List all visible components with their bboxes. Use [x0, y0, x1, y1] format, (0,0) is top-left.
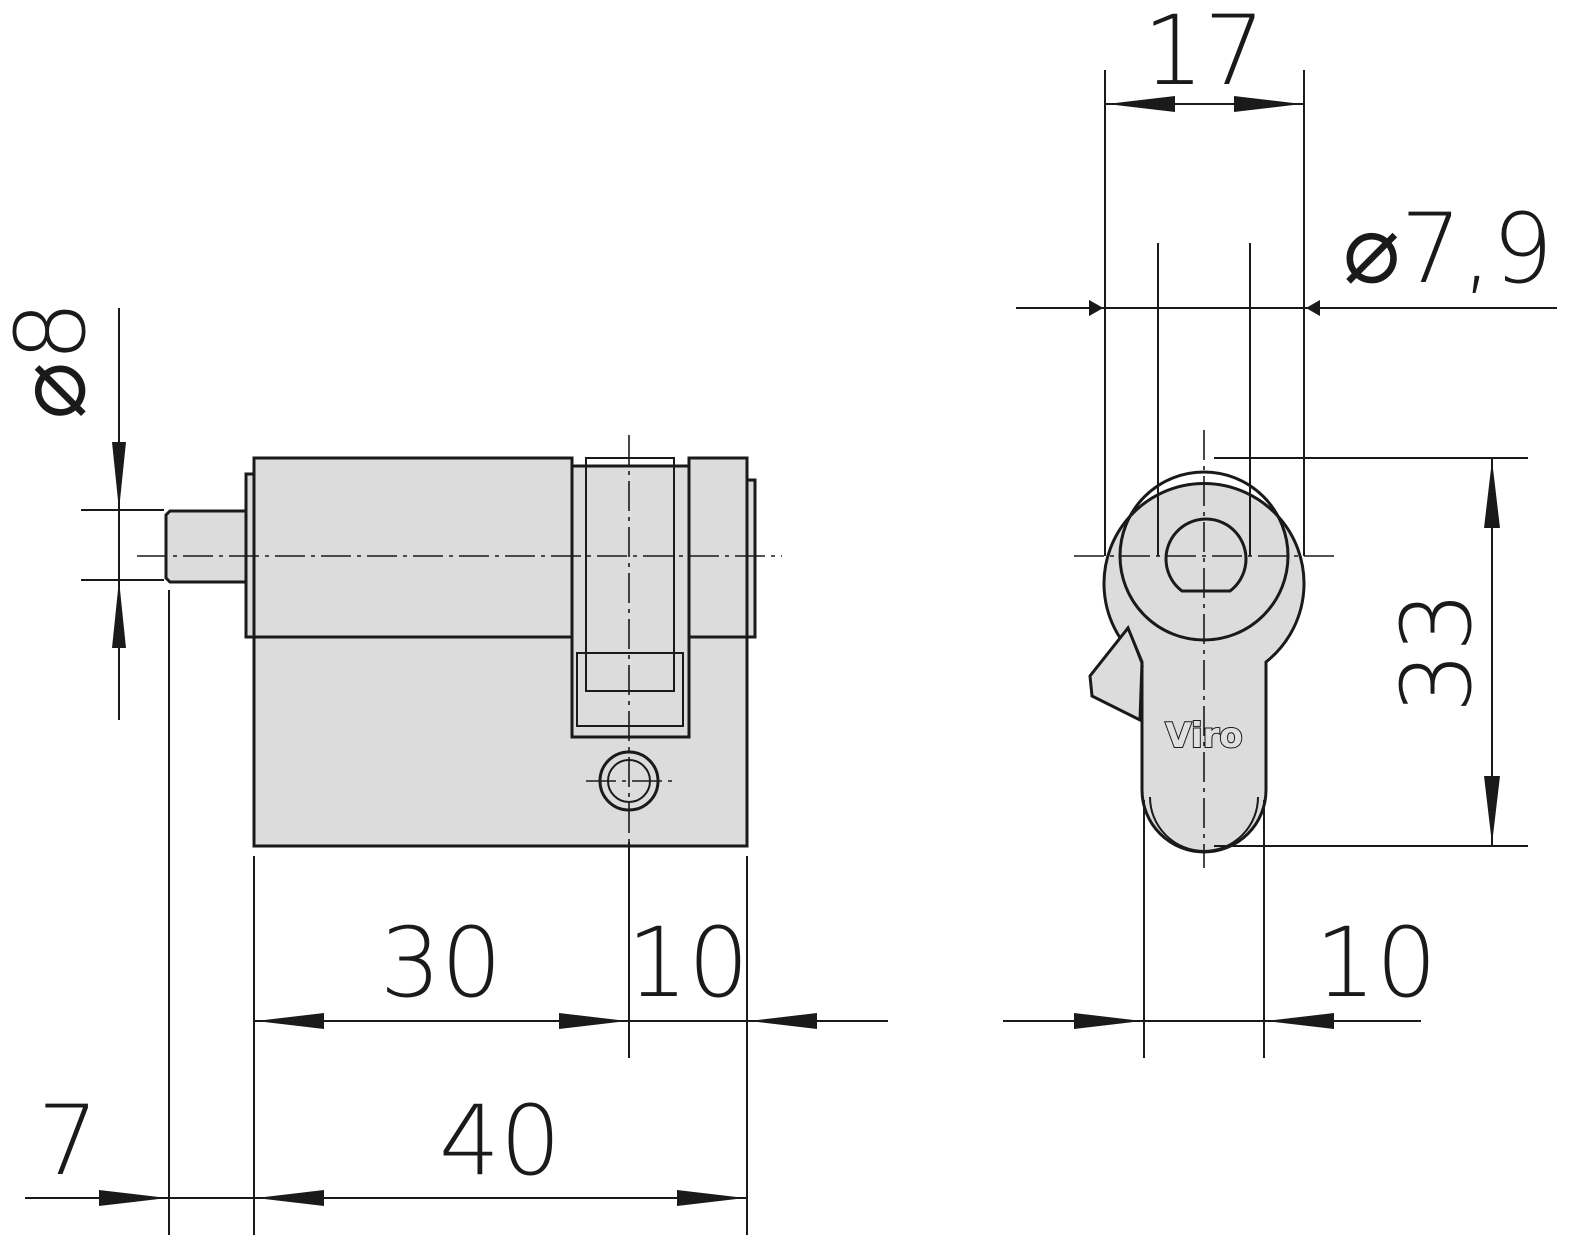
dim-width-17-label: 17	[1143, 0, 1265, 107]
dim-length-40-label: 40	[439, 1085, 561, 1197]
pin	[164, 509, 248, 584]
cylinder-upper-housing-right	[687, 456, 749, 639]
dim-length-10-front-label: 10	[1315, 907, 1437, 1019]
dim-length-7-label: 7	[37, 1085, 98, 1197]
front-dimensions: 17 ⌀7,9 33 10	[1003, 0, 1557, 1058]
keyway-hole	[1164, 517, 1248, 593]
front-view: Viro	[1074, 430, 1334, 868]
cam-slot-core	[585, 652, 675, 692]
dim-length-30-label: 30	[380, 907, 502, 1019]
dim-length-10-side-label: 10	[627, 907, 749, 1019]
cam-slot-outer	[570, 464, 691, 739]
collar-right	[745, 478, 757, 639]
cylinder-upper-housing	[252, 456, 574, 639]
dim-diameter-cam-label: ⌀7,9	[1343, 193, 1553, 305]
dim-diameter-pin-label: ⌀8	[0, 301, 107, 420]
dim-height-33-label: 33	[1381, 591, 1493, 713]
side-view	[137, 435, 782, 848]
side-dimensions: ⌀8 30 10 7 40	[0, 301, 888, 1235]
